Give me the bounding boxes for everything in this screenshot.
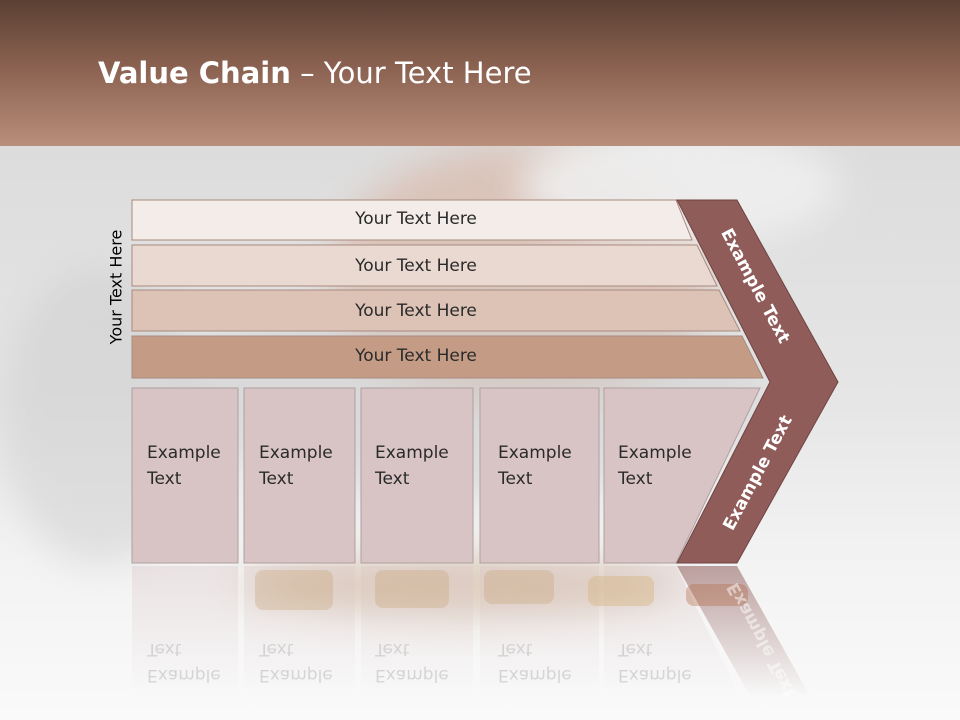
band-4-label: Your Text Here — [355, 346, 477, 366]
chevron-arrow — [676, 199, 839, 564]
band-2 — [131, 244, 718, 287]
title-bold: Value Chain — [98, 56, 291, 90]
box-4 — [479, 387, 600, 564]
band-4 — [131, 335, 764, 379]
side-label: Your Text Here — [106, 229, 126, 345]
band-1 — [131, 199, 693, 241]
band-3 — [131, 289, 741, 332]
coin-reflections — [255, 570, 748, 610]
title-rest: – Your Text Here — [290, 56, 532, 90]
band-2-label: Your Text Here — [355, 256, 477, 276]
slide-title: Value Chain – Your Text Here — [98, 56, 532, 90]
band-1-label: Your Text Here — [355, 209, 477, 229]
box-5 — [603, 387, 761, 564]
box-2 — [243, 387, 356, 564]
header-bar: Value Chain – Your Text Here — [0, 0, 960, 146]
box-3 — [360, 387, 474, 564]
box-1 — [131, 387, 239, 564]
band-3-label: Your Text Here — [355, 301, 477, 321]
